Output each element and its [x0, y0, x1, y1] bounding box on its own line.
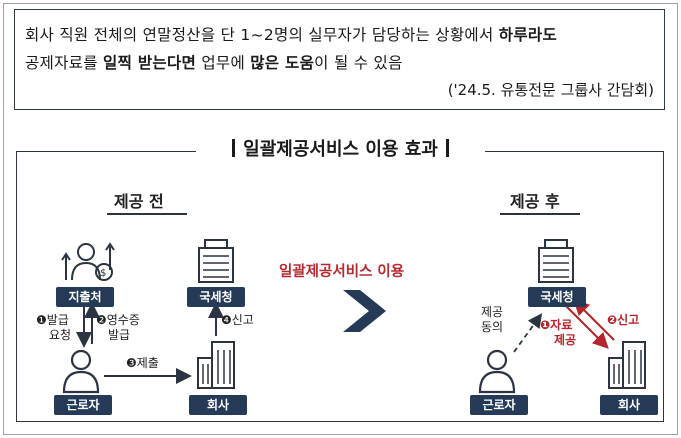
service-label: 일괄제공서비스 이용 — [279, 264, 405, 280]
company-building-icon — [197, 341, 235, 389]
company-tag: 회사 — [189, 395, 247, 415]
title-bar-left — [232, 139, 236, 157]
nts-tag: 국세청 — [187, 287, 245, 307]
worker-tag-after: 근로자 — [470, 395, 528, 415]
company-tag-after: 회사 — [600, 395, 658, 415]
panel-title: 일괄제공서비스 이용 효과 — [0, 135, 681, 161]
building-icon — [538, 239, 574, 283]
step4-label: ❹신고 — [221, 313, 254, 327]
outer-frame — [3, 3, 678, 435]
quote-emphasis: 하루라도 — [498, 26, 558, 44]
quote-emphasis: 많은 도움 — [250, 54, 315, 72]
quote-box: 회사 직원 전체의 연말정산을 단 1~2명의 실무자가 담당하는 상황에서 하… — [14, 9, 665, 110]
title-bar-right — [445, 139, 449, 157]
quote-text: 회사 직원 전체의 연말정산을 단 1~2명의 실무자가 담당하는 상황에서 — [25, 26, 499, 44]
payer-tag: 지출처 — [56, 287, 114, 307]
quote-text: 이 될 수 있음 — [314, 54, 403, 72]
report-label-after: ❷신고 — [607, 313, 640, 327]
svg-text:$: $ — [100, 268, 106, 279]
quote-text: 공제자료를 — [25, 54, 104, 72]
step1-line2: 요청 — [49, 328, 72, 342]
money-person-icon: $ — [61, 242, 115, 281]
before-label: 제공 전 — [114, 192, 164, 211]
company-building-icon — [608, 341, 646, 389]
quote-text: 업무에 — [196, 54, 251, 72]
consent-line2: 동의 — [481, 320, 504, 334]
title-gap — [196, 146, 485, 158]
after-label: 제공 후 — [510, 192, 560, 211]
worker-icon — [62, 349, 100, 394]
after-underline — [500, 213, 580, 215]
panel-title-text: 일괄제공서비스 이용 효과 — [243, 139, 438, 160]
nts-tag-after: 국세청 — [528, 287, 586, 307]
building-icon — [198, 239, 234, 283]
step2-line1: ❷영수증 — [96, 313, 140, 327]
data-provide-line1: ❶자료 — [540, 318, 573, 332]
arrow-report-after — [573, 299, 615, 341]
arrow-data-provide — [565, 305, 609, 349]
chevron-right-icon — [343, 290, 386, 332]
consent-line1: 제공 — [481, 305, 504, 319]
step2-line2: 발급 — [108, 328, 131, 342]
worker-icon — [478, 349, 516, 394]
quote-emphasis: 일찍 받는다면 — [103, 54, 197, 72]
before-underline — [107, 213, 187, 215]
quote-line-1: 회사 직원 전체의 연말정산을 단 1~2명의 실무자가 담당하는 상황에서 하… — [25, 23, 557, 45]
arrow-consent — [513, 313, 543, 353]
step3-label: ❸제출 — [126, 356, 159, 370]
quote-source: ('24.5. 유통전문 그룹사 간담회) — [447, 81, 654, 99]
data-provide-line2: 제공 — [554, 333, 577, 347]
worker-tag: 근로자 — [54, 395, 112, 415]
step1-line1: ❶발급 — [36, 313, 69, 327]
quote-line-2: 공제자료를 일찍 받는다면 업무에 많은 도움이 될 수 있음 — [25, 51, 403, 73]
